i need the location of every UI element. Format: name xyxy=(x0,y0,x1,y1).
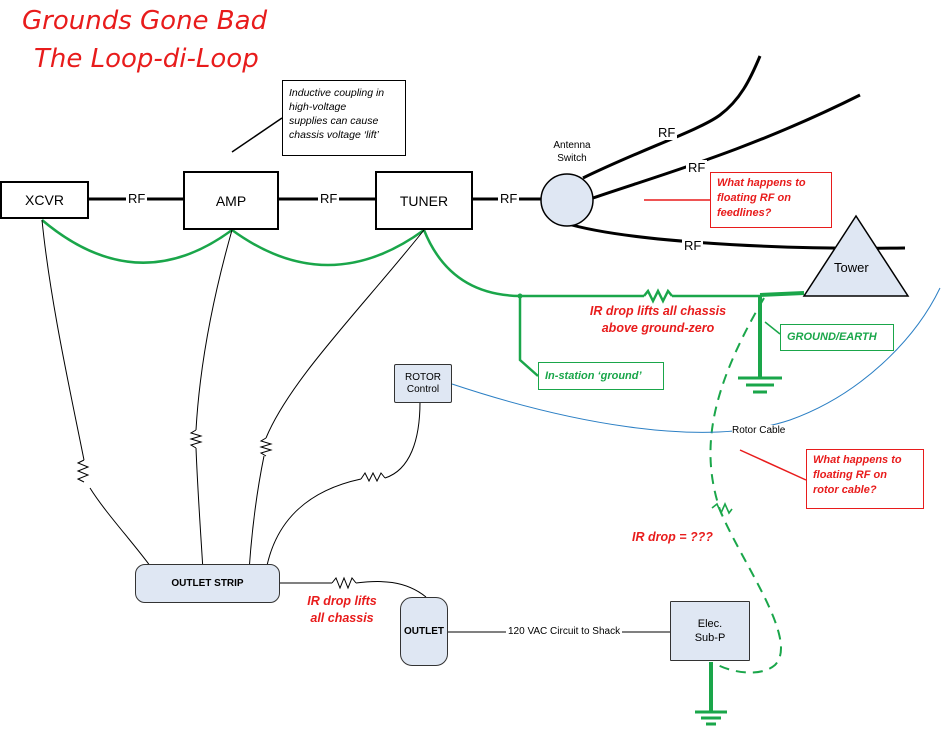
rotor-cable-label: Rotor Cable xyxy=(732,425,786,436)
dashed-ground-return xyxy=(709,297,782,674)
antenna-switch-circle[interactable] xyxy=(540,173,594,227)
ground-junction-dot xyxy=(517,293,523,299)
ir-drop-outlet-text: IR drop lifts all chassis xyxy=(307,594,377,625)
antenna-switch-label: Antenna Switch xyxy=(553,140,591,164)
tower-earth-ground-icon xyxy=(738,376,782,394)
tower-triangle xyxy=(802,214,910,297)
rf-label-feedline-3: RF xyxy=(682,238,704,253)
rotor-cable-question-note: What happens to floating RF on rotor cab… xyxy=(806,449,924,509)
ir-drop-question-text: IR drop = ??? xyxy=(632,530,713,544)
inductive-pointer xyxy=(231,117,283,153)
dashed-resistor xyxy=(711,502,733,515)
ground-earth-pointer xyxy=(764,321,781,335)
electrical-subpanel[interactable]: Elec. Sub-P xyxy=(670,601,750,661)
rf-label-feedline-1: RF xyxy=(656,125,678,140)
ir-drop-chassis-text: IR drop lifts all chassis above ground-z… xyxy=(589,304,727,335)
xcvr-box[interactable]: XCVR xyxy=(0,181,89,219)
outlet-box[interactable]: OUTLET xyxy=(400,597,448,666)
outlet-strip[interactable]: OUTLET STRIP xyxy=(135,564,280,603)
tuner-box[interactable]: TUNER xyxy=(375,171,473,230)
title-line-2: The Loop-di-Loop xyxy=(34,44,259,74)
ground-earth-label: GROUND/EARTH xyxy=(780,324,894,351)
inductive-coupling-note: Inductive coupling in high-voltage suppl… xyxy=(282,80,406,156)
in-station-ground-label: In-station ‘ground’ xyxy=(538,362,664,390)
chassis-wires xyxy=(41,219,671,633)
rf-label-tuner-switch: RF xyxy=(498,191,520,206)
title-line-1: Grounds Gone Bad xyxy=(22,6,268,36)
circuit-label: 120 VAC Circuit to Shack xyxy=(506,626,623,637)
feedlines-question-note: What happens to floating RF on feedlines… xyxy=(710,172,832,228)
subpanel-ground xyxy=(695,662,727,726)
rotor-cable[interactable] xyxy=(451,287,941,433)
rf-label-xcvr-amp: RF xyxy=(126,191,148,206)
amp-box[interactable]: AMP xyxy=(183,171,279,230)
tower-label: Tower xyxy=(834,260,869,275)
rf-label-feedline-2: RF xyxy=(686,160,708,175)
rotor-pointer xyxy=(739,449,807,481)
rotor-control-box[interactable]: ROTOR Control xyxy=(394,364,452,403)
rf-label-amp-tuner: RF xyxy=(318,191,340,206)
tower-ground xyxy=(758,291,805,378)
station-ground-wires xyxy=(41,219,760,377)
